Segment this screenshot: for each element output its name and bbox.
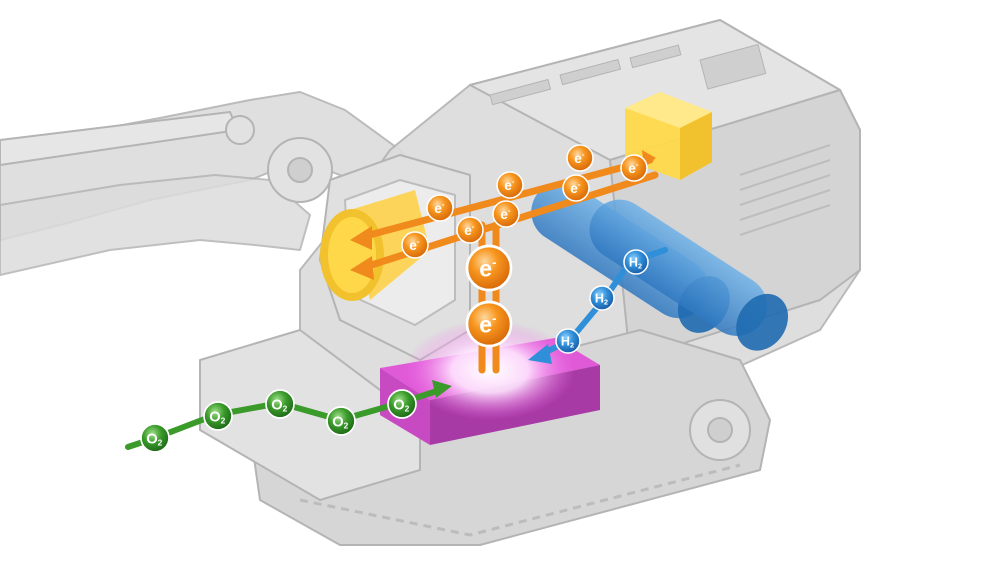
electron-particle-label: e- xyxy=(479,254,496,281)
top-vents xyxy=(489,43,767,106)
electron-particle-label: e- xyxy=(570,180,581,196)
oxygen-particle: O2 xyxy=(387,389,417,419)
oxygen-particle-label: O2 xyxy=(393,397,409,413)
grille xyxy=(739,144,831,236)
track-links xyxy=(299,463,741,537)
hydrogen-tank xyxy=(531,181,789,351)
oxygen-arrowhead xyxy=(432,380,452,398)
oxygen-particle-label: O2 xyxy=(209,409,225,425)
electron-particle-label: e- xyxy=(409,237,420,253)
electron-particle: e- xyxy=(566,144,594,172)
hydrogen-arrowhead xyxy=(528,344,552,364)
oxygen-particle-label: O2 xyxy=(271,397,287,413)
electron-particle: e- xyxy=(426,194,454,222)
electron-particle: e- xyxy=(620,154,648,182)
electron-particle: e- xyxy=(465,244,513,292)
crawler-track xyxy=(249,329,771,546)
oxygen-particle: O2 xyxy=(265,389,295,419)
oxygen-particle-label: O2 xyxy=(332,414,348,430)
cylinder-pin xyxy=(225,115,255,145)
hydrogen-particle-label: H2 xyxy=(595,292,608,307)
electron-particle-label: e- xyxy=(500,206,511,222)
oxygen-particle: O2 xyxy=(140,423,170,453)
electron-particle-label: e- xyxy=(434,200,445,216)
electron-particle-label: e- xyxy=(574,150,585,166)
boom-pin xyxy=(287,157,313,183)
reaction-glow xyxy=(405,320,575,420)
hydrogen-particle: H2 xyxy=(555,328,581,354)
lower-frame xyxy=(199,329,421,501)
oxygen-particle: O2 xyxy=(326,406,356,436)
electron-particle: e- xyxy=(496,171,524,199)
boom-lower xyxy=(0,174,311,276)
electron-particle-label: e- xyxy=(628,160,639,176)
oxygen-particle-label: O2 xyxy=(146,431,162,447)
hydrogen-particle-label: H2 xyxy=(561,335,574,350)
electron-particle: e- xyxy=(562,174,590,202)
electron-particle-label: e- xyxy=(464,222,475,238)
electron-particle-label: e- xyxy=(479,310,496,337)
hydrogen-particle-label: H2 xyxy=(629,256,642,271)
oxygen-particle: O2 xyxy=(203,401,233,431)
electron-particle: e- xyxy=(492,200,520,228)
electron-particle: e- xyxy=(456,216,484,244)
electron-particle-label: e- xyxy=(504,177,515,193)
hydrogen-particle: H2 xyxy=(589,285,615,311)
idler-hub xyxy=(707,417,733,443)
electron-particles: e-e-e-e-e-e-e-e-e-e- xyxy=(401,144,648,348)
hydrogen-particle: H2 xyxy=(623,249,649,275)
electron-particle: e- xyxy=(401,231,429,259)
electron-particle: e- xyxy=(465,300,513,348)
